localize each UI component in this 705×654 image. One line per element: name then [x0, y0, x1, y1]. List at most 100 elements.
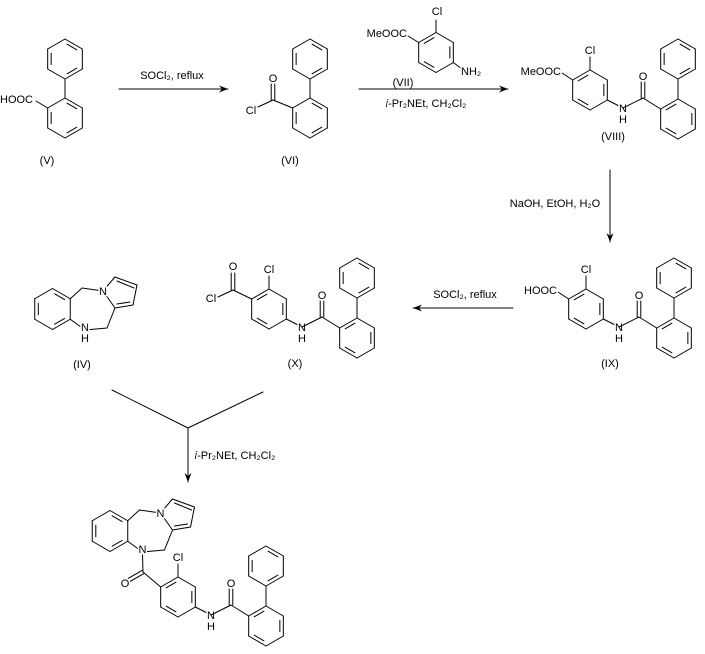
- ring-bond: [251, 288, 270, 300]
- product-tricycle: NN: [91, 498, 195, 558]
- ring-bond: [91, 540, 111, 552]
- bond: [127, 509, 140, 522]
- ring-bond: [677, 68, 696, 80]
- reagent-italic-prefix: i: [386, 98, 389, 110]
- chlorine-label: Cl: [246, 105, 256, 117]
- bond: [102, 290, 116, 309]
- ring-bond: [268, 318, 287, 330]
- ring-bond: [265, 605, 284, 617]
- ring-bond: [309, 97, 328, 109]
- ring-double-bond: [311, 67, 323, 75]
- carboxylic-acid-label: HOOC: [0, 94, 33, 106]
- ring-double-bond: [311, 43, 323, 51]
- ring-double-bond: [165, 581, 177, 589]
- ring-bond: [660, 98, 679, 110]
- ring-bond: [356, 347, 375, 359]
- ring-bond: [656, 317, 675, 329]
- ring-bond: [339, 257, 358, 269]
- nitrogen-label: N: [619, 103, 627, 115]
- ring-double-bond: [577, 98, 589, 106]
- ring-bond: [339, 317, 358, 329]
- chlorine-label: Cl: [432, 6, 442, 18]
- ring-bond: [356, 287, 375, 299]
- ester-label: MeOOC: [367, 28, 407, 40]
- bond: [102, 276, 116, 292]
- ring-bond: [292, 97, 311, 109]
- compound-vi: O Cl (VI): [244, 38, 328, 169]
- bond: [217, 289, 234, 298]
- ring-bond: [309, 68, 328, 80]
- benzene-ring: [660, 98, 696, 140]
- bond: [160, 512, 173, 531]
- ring-double-bond: [573, 317, 585, 325]
- step-3: NaOH, EtOH, H₂O: [508, 169, 614, 243]
- ring-double-bond: [111, 515, 123, 523]
- bond: [606, 99, 624, 109]
- benzene-ring: [91, 510, 129, 552]
- bond: [160, 498, 173, 514]
- ring-double-bond: [116, 301, 131, 305]
- ring-bond: [589, 69, 608, 81]
- chloroaryl-ring: [160, 576, 196, 618]
- bond: [142, 554, 144, 573]
- ring-double-bond: [344, 346, 356, 354]
- ring-bond: [34, 318, 53, 330]
- ring-double-bond: [675, 262, 687, 270]
- pyrrole-nitrogen-label: N: [157, 508, 165, 520]
- reagent-text: SOCl₂, reflux: [140, 70, 204, 82]
- ring-bond: [47, 68, 66, 80]
- chlorine-label: Cl: [585, 45, 595, 57]
- ring-bond: [52, 288, 71, 300]
- ring-bond: [339, 347, 358, 359]
- reagent-label: i-Pr₂NEt, CH₂Cl₂: [386, 98, 467, 110]
- ring-bond: [248, 545, 267, 557]
- bond: [257, 99, 274, 108]
- ring-bond: [160, 576, 179, 588]
- hydrogen-label: H: [619, 114, 627, 126]
- benzene-ring: [34, 288, 71, 330]
- step-1: SOCl₂, reflux: [118, 69, 229, 93]
- reagent-text: NaOH, EtOH, H₂O: [510, 198, 601, 210]
- ring-bond: [109, 540, 129, 552]
- ring-bond: [356, 257, 375, 269]
- oxygen-label: O: [639, 71, 648, 83]
- ring-bond: [109, 510, 129, 522]
- ring-double-bond: [665, 127, 677, 135]
- ring-bond: [248, 575, 267, 587]
- ring-bond: [64, 38, 83, 50]
- compound-label-x: (X): [288, 358, 303, 370]
- bond: [638, 316, 658, 329]
- ring-double-bond: [253, 610, 265, 618]
- ring-bond: [251, 318, 270, 330]
- step-5: i-Pr₂NEt, CH₂Cl₂: [111, 389, 277, 483]
- ring-double-bond: [679, 43, 691, 51]
- bond: [139, 509, 161, 514]
- ring-double-bond: [358, 262, 370, 270]
- ring-double-bond: [66, 43, 78, 51]
- ester-label: MeOOC: [521, 66, 561, 78]
- compound-iv: NNH(IV): [34, 276, 138, 373]
- ring-double-bond: [116, 280, 135, 289]
- ring-bond: [292, 127, 311, 139]
- oxygen-label: O: [635, 290, 644, 302]
- ring-bond: [435, 62, 454, 73]
- ring-bond: [309, 127, 328, 139]
- ring-bond: [673, 287, 692, 299]
- double-bond: [129, 573, 145, 583]
- reagent-label: NaOH, EtOH, H₂O: [510, 198, 601, 210]
- bond: [618, 316, 640, 328]
- compound-label-vi: (VI): [281, 155, 299, 167]
- bond: [69, 287, 83, 300]
- oxygen-label: O: [269, 73, 278, 85]
- bond: [84, 327, 108, 331]
- bond: [622, 97, 644, 109]
- bond: [301, 316, 323, 328]
- benzene-ring: [339, 317, 375, 359]
- ring-bond: [656, 287, 675, 299]
- amine-nitrogen-label: N: [139, 544, 147, 556]
- ring-bond: [660, 38, 679, 50]
